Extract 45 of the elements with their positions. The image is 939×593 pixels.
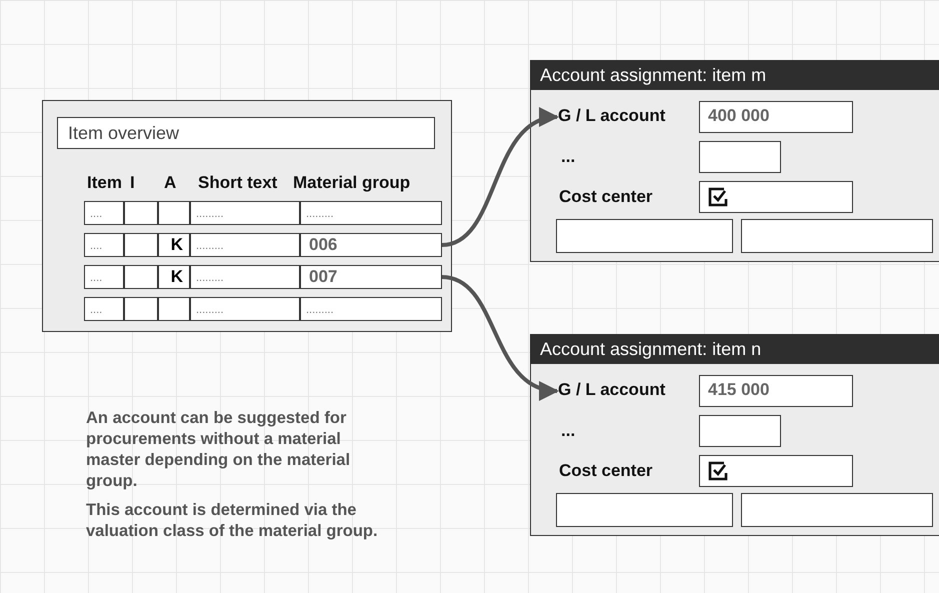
field-label: G / L account bbox=[558, 101, 666, 133]
ellipsis-text: ... bbox=[561, 147, 576, 167]
arrow bbox=[442, 275, 559, 398]
input-field bbox=[699, 415, 781, 447]
table-cell: ......... bbox=[190, 265, 300, 289]
table-cell: .... bbox=[84, 265, 124, 289]
input-field bbox=[699, 181, 853, 213]
field-label: G / L account bbox=[558, 375, 666, 407]
table-cell: ......... bbox=[190, 297, 300, 321]
input-field bbox=[699, 455, 853, 487]
column-header: Material group bbox=[293, 173, 410, 193]
ellipsis-text: ... bbox=[561, 421, 576, 441]
table-cell: ......... bbox=[190, 233, 300, 257]
field-label: Cost center bbox=[559, 187, 653, 207]
table-cell: K bbox=[158, 233, 190, 257]
panel-header: Account assignment: item n bbox=[530, 334, 939, 364]
arrow bbox=[442, 110, 559, 247]
panel-header: Account assignment: item m bbox=[530, 60, 939, 90]
table-cell: .... bbox=[84, 201, 124, 225]
note-text: An account can be suggested for procurements without a material master depending on the material group. bbox=[86, 408, 352, 492]
input-field bbox=[741, 219, 933, 253]
table-cell: 006 bbox=[300, 233, 442, 257]
table-cell: ......... bbox=[300, 201, 442, 225]
column-header: Short text bbox=[198, 173, 278, 193]
input-field bbox=[741, 493, 933, 527]
field-label: Cost center bbox=[559, 461, 653, 481]
window-panel bbox=[530, 60, 939, 262]
input-field bbox=[699, 141, 781, 173]
note-text: This account is determined via the valuation class of the material group. bbox=[86, 500, 379, 542]
column-header: I bbox=[130, 173, 135, 193]
input-field: 400 000 bbox=[699, 101, 853, 133]
table-cell: ......... bbox=[190, 201, 300, 225]
input-field bbox=[556, 493, 733, 527]
window-panel bbox=[42, 100, 452, 332]
window-panel bbox=[530, 334, 939, 536]
column-header: A bbox=[164, 173, 176, 193]
input-field: 415 000 bbox=[699, 375, 853, 407]
table-cell: ......... bbox=[300, 297, 442, 321]
table-cell: .... bbox=[84, 297, 124, 321]
panel-title: Item overview bbox=[57, 117, 435, 149]
column-header: Item bbox=[87, 173, 122, 193]
input-field bbox=[556, 219, 733, 253]
table-cell: K bbox=[158, 265, 190, 289]
table-cell: .... bbox=[84, 233, 124, 257]
table-cell: 007 bbox=[300, 265, 442, 289]
